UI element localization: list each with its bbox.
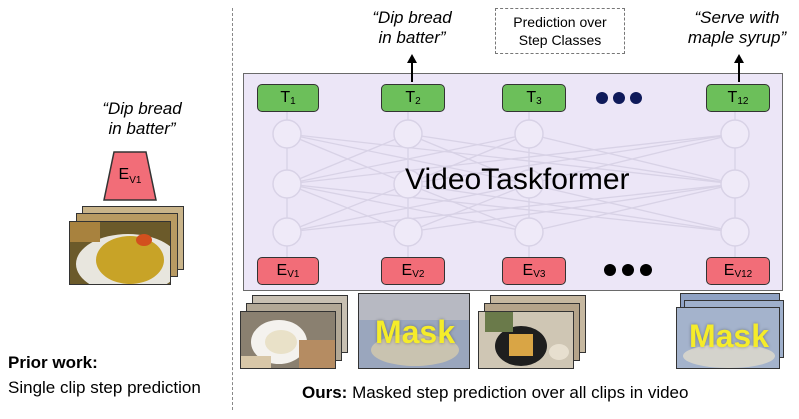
prior-encoder-main: E [118,166,130,183]
prior-encoder [103,151,157,201]
output-token-t12-main: T [727,89,738,106]
ellipsis-dot-bottom-1 [604,264,616,276]
ours-caption: Ours: Masked step prediction over all cl… [302,383,688,403]
ours-quote-right: “Serve with maple syrup” [672,8,799,48]
output-token-t1-sub: 1 [290,95,296,107]
clip1-frame-front [240,311,336,369]
model-title: VideoTaskformer [405,163,630,196]
ours-quote-left-line1: “Dip bread [372,8,452,27]
clip1-image [241,312,335,368]
output-token-t2-sub: 2 [415,95,421,107]
ours-quote-right-line1: “Serve with [694,8,780,27]
input-token-ev1-sub: V1 [287,268,300,280]
output-token-t2-main: T [405,89,416,106]
input-token-ev12-sub: V12 [734,268,753,280]
ellipsis-dot-top-3 [630,92,642,104]
panel-divider [232,8,233,410]
prior-caption-title: Prior work: [8,353,98,373]
output-token-t12-sub: 12 [737,95,749,107]
ellipsis-dot-top-2 [613,92,625,104]
prior-encoder-label: EV1 [100,166,160,186]
input-token-ev2-main: E [401,262,413,279]
ellipsis-dot-bottom-2 [622,264,634,276]
prior-clip-image [70,222,170,284]
output-arrows [407,54,744,82]
output-token-t3-main: T [526,89,537,106]
input-token-ev1-main: E [276,262,288,279]
clip12-masked-image [677,308,779,368]
clip3-image [479,312,573,368]
prior-quote: “Dip bread in batter” [82,99,202,139]
input-token-ev3-sub: V3 [533,268,546,280]
prediction-box-line2: Step Classes [518,32,602,48]
prior-clip-frame-front [69,221,171,285]
ours-caption-text: Masked step prediction over all clips in… [347,383,689,402]
ours-caption-bold: Ours: [302,383,348,402]
network-nodes [272,119,750,247]
clip12-masked-frame: Mask [676,307,780,369]
ours-quote-right-line2: maple syrup” [687,28,787,47]
prediction-box: Prediction over Step Classes [495,8,625,54]
network-connections [286,111,736,257]
input-token-ev2-sub: V2 [412,268,425,280]
clip2-masked-frame: Mask [358,293,470,369]
input-token-ev12-main: E [723,262,735,279]
prior-quote-line2: in batter” [108,119,176,138]
prior-quote-line1: “Dip bread [102,99,182,118]
output-token-t3-sub: 3 [536,95,542,107]
ellipsis-dot-bottom-3 [640,264,652,276]
clip3-frame-front [478,311,574,369]
prior-caption-text: Single clip step prediction [8,378,201,397]
clip12-mask-label: Mask [688,318,770,354]
input-token-ev3-main: E [522,262,534,279]
clip2-mask-label: Mask [374,314,456,350]
prior-caption-bold: Prior work: [8,353,98,372]
ours-quote-left: “Dip bread in batter” [352,8,472,48]
output-token-t1-main: T [280,89,291,106]
clip2-masked-image [359,294,469,368]
prior-encoder-sub: V1 [129,175,142,187]
ours-quote-left-line2: in batter” [378,28,446,47]
ellipsis-dot-top-1 [596,92,608,104]
prediction-box-line1: Prediction over [513,14,607,30]
